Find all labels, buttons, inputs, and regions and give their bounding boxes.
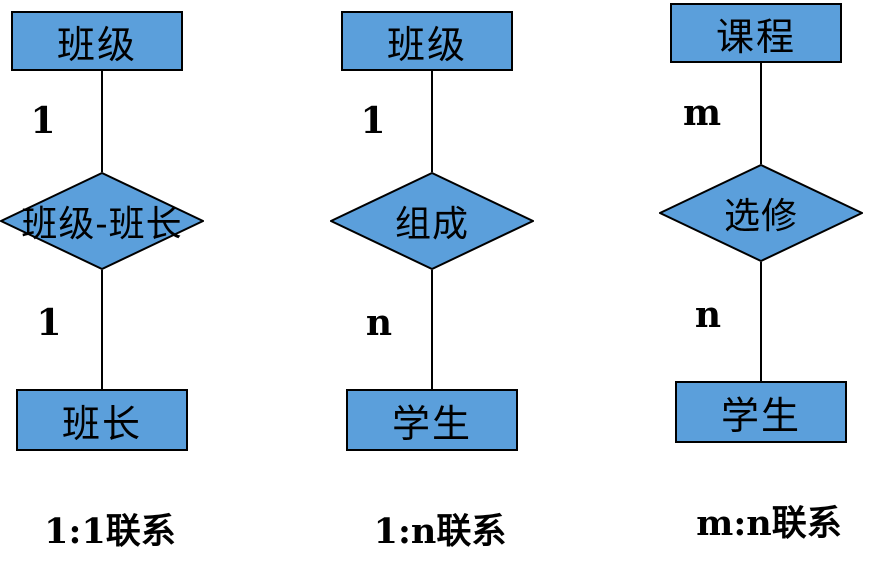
entity-label: 班级: [56, 22, 137, 67]
er-column-one-to-many: 班级 1 组成 n 学生 1:n联系: [330, 0, 550, 561]
cardinality-label-bottom: 1: [36, 302, 62, 344]
entity-box-course: 课程: [670, 3, 842, 63]
cardinality-label-top: 1: [30, 100, 56, 142]
connector-line-top: [431, 71, 433, 172]
diagram-caption-one-to-one: 1:1联系: [44, 511, 176, 552]
relationship-label: 组成: [394, 204, 469, 245]
relationship-diamond-compose: 组成: [330, 172, 534, 270]
connector-line-bottom: [101, 270, 103, 389]
relationship-diamond-class-monitor: 班级-班长: [0, 172, 204, 270]
entity-label: 课程: [715, 14, 796, 59]
entity-box-student: 学生: [346, 389, 518, 451]
entity-label: 班级: [386, 22, 467, 67]
connector-line-top: [760, 63, 762, 164]
entity-box-student: 学生: [675, 381, 847, 443]
diamond-shape: [659, 164, 863, 262]
cardinality-label-top: m: [682, 92, 722, 134]
entity-box-monitor: 班长: [16, 389, 188, 451]
connector-line-bottom: [760, 262, 762, 381]
diagram-caption-one-to-many: 1:n联系: [373, 511, 507, 552]
entity-label: 学生: [391, 401, 472, 446]
diamond-polygon: [0, 172, 204, 270]
entity-label: 班长: [61, 401, 142, 446]
er-column-many-to-many: 课程 m 选修 n 学生 m:n联系: [659, 0, 872, 553]
relationship-label: 选修: [723, 196, 798, 237]
er-column-one-to-one: 班级 1 班级-班长 1 班长 1:1联系: [0, 0, 220, 561]
cardinality-label-bottom: n: [694, 294, 722, 336]
entity-box-class: 班级: [11, 11, 183, 71]
cardinality-label-top: 1: [360, 100, 386, 142]
cardinality-label-bottom: n: [365, 302, 393, 344]
diamond-shape: [0, 172, 204, 270]
connector-line-top: [101, 71, 103, 172]
entity-label: 学生: [720, 393, 801, 438]
diamond-polygon: [659, 164, 863, 262]
diamond-shape: [330, 172, 534, 270]
relationship-diamond-elective: 选修: [659, 164, 863, 262]
entity-box-class: 班级: [341, 11, 513, 71]
connector-line-bottom: [431, 270, 433, 389]
relationship-label: 班级-班长: [21, 204, 183, 245]
diamond-polygon: [330, 172, 534, 270]
diagram-caption-many-to-many: m:n联系: [696, 503, 842, 544]
